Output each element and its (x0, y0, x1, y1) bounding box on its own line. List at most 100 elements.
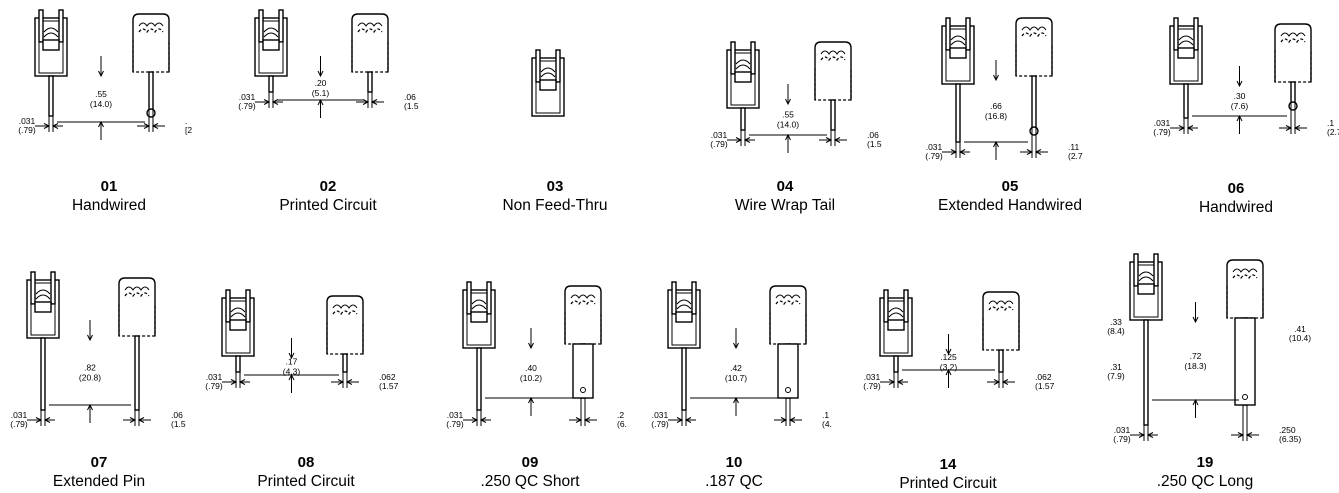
screw-head (540, 67, 556, 73)
arrow-icon (471, 417, 479, 423)
dimension-label: .062 (379, 372, 396, 382)
clip-right (555, 49, 561, 83)
arrow-icon (137, 417, 145, 423)
dimension-label: (.79) (205, 381, 223, 391)
dimension-label: .031 (19, 116, 36, 126)
terminal-body-front (769, 285, 807, 344)
pin (268, 75, 274, 93)
terminal-06: .30(7.6).031(.79).1(2.7 (1153, 17, 1339, 137)
item-code: 09 (521, 454, 539, 471)
dimension-label: (.79) (10, 419, 28, 429)
dimension-label: (.79) (1153, 127, 1171, 137)
arrow-icon (743, 137, 751, 143)
arrow-icon (945, 348, 952, 356)
dimension-label: (.79) (925, 151, 943, 161)
dimension-label: (16.8) (985, 111, 1007, 121)
item-code: 05 (1001, 178, 1019, 195)
pin (893, 355, 899, 373)
dimension-label: .72 (1190, 351, 1202, 361)
terminal-19: .72(18.3).031(.79).250(6.35).33(8.4).31(… (1107, 253, 1311, 444)
item-name: Non Feed-Thru (502, 197, 608, 214)
arrow-icon (317, 98, 324, 106)
screw-thread (332, 304, 358, 309)
arrow-icon (230, 379, 238, 385)
dimension-label: .031 (239, 92, 256, 102)
terminal-body-hidden (118, 304, 156, 337)
dimension-label: .1 (822, 410, 829, 420)
clip-left (258, 9, 264, 43)
clip-right (58, 9, 64, 43)
dimension-label: .06 (171, 410, 183, 420)
screw-thread (332, 310, 358, 316)
terminal-body-front (132, 13, 170, 72)
screw-body (262, 39, 280, 51)
terminal-10: .42(10.7).031(.79).1(4. (651, 281, 832, 429)
clip-left (38, 9, 44, 43)
arrow-icon (833, 137, 841, 143)
dimension-label: (.79) (863, 381, 881, 391)
pin (134, 335, 140, 411)
arrow-icon (1285, 125, 1293, 131)
dimension-label: . (185, 116, 187, 126)
screw-body (34, 301, 52, 313)
arrow-icon (780, 417, 788, 423)
dimension-label: (1.5 (867, 139, 882, 149)
wire-eyelet (146, 108, 156, 118)
screw-body (734, 71, 752, 83)
terminal-body-front (982, 291, 1020, 350)
item-name: .250 QC Long (1156, 473, 1254, 490)
screw-head (1178, 40, 1194, 46)
dimension-label: (5.1) (312, 88, 330, 98)
dimension-label: .42 (730, 363, 742, 373)
terminal-body-front (326, 295, 364, 354)
pin (476, 347, 482, 411)
clip-right (1193, 17, 1199, 51)
dimension-label: (10.4) (1289, 333, 1311, 343)
item-name: Extended Pin (52, 473, 146, 490)
dimension-label: [2 (185, 125, 192, 135)
item-code: 19 (1196, 454, 1214, 471)
screw-head (735, 64, 751, 70)
dimension-label: .031 (206, 372, 223, 382)
arrow-icon (575, 417, 583, 423)
arrow-icon (479, 417, 487, 423)
screw-head (230, 307, 246, 313)
dimension-label: .30 (1234, 91, 1246, 101)
dimension-label: .11 (1068, 142, 1079, 152)
screw-thread (570, 294, 596, 299)
screw-thread (138, 22, 164, 27)
dimension-label: .031 (447, 410, 464, 420)
dimension-label: .031 (926, 142, 943, 152)
terminal-03 (531, 49, 565, 117)
arrow-icon (528, 396, 534, 404)
pin (955, 83, 961, 143)
screw-head (263, 27, 279, 33)
dimension-label: (14.0) (777, 120, 799, 130)
dimension-label: (1.57 (379, 381, 399, 391)
dimension-label: (4.3) (283, 367, 301, 377)
arrow-icon (1178, 125, 1186, 131)
item-code: 06 (1227, 180, 1245, 197)
arrow-icon (362, 99, 370, 105)
pin (1143, 319, 1149, 426)
arrow-icon (288, 373, 295, 381)
arrow-icon (825, 137, 833, 143)
arrow-icon (288, 352, 295, 360)
clip-right (50, 271, 56, 305)
arrow-icon (1186, 125, 1194, 131)
screw-head (676, 299, 692, 305)
screw-body (949, 47, 967, 59)
terminal-body-inner (671, 292, 697, 346)
arrow-icon (263, 99, 271, 105)
item-code: 10 (725, 454, 743, 471)
screw-head (1178, 35, 1194, 41)
terminal-body-inner (945, 28, 971, 82)
dimension-label: .031 (1154, 118, 1171, 128)
dimension-label: (7.9) (1107, 371, 1125, 381)
dimension-label: .20 (315, 78, 327, 88)
item-code: 08 (297, 454, 315, 471)
screw-head (888, 312, 904, 318)
arrow-icon (1245, 432, 1253, 438)
screw-thread (820, 50, 846, 55)
screw-thread (570, 300, 596, 306)
